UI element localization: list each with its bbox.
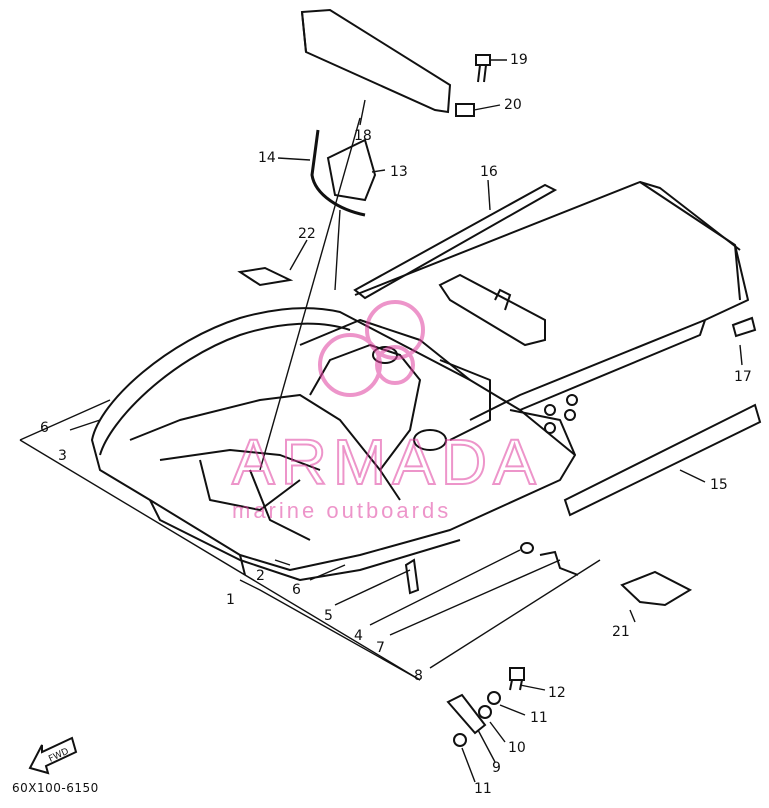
- hull-body: [91, 181, 749, 581]
- callout-9: 9: [492, 760, 501, 776]
- part-4-washer: [520, 542, 534, 554]
- callout-19: 19: [510, 52, 528, 68]
- callout-22: 22: [298, 226, 316, 242]
- part-9-bracket: [446, 693, 487, 735]
- part-21-bracket: [620, 570, 693, 607]
- watermark-logo: [318, 300, 425, 397]
- callout-7: 7: [376, 640, 385, 656]
- part-13-plate: [326, 138, 377, 202]
- part-15-strip: [563, 403, 762, 517]
- part-18-cover-plate: [300, 8, 452, 114]
- callout-6-bottom: 6: [292, 582, 301, 598]
- callout-2: 2: [256, 568, 265, 584]
- callout-10: 10: [508, 740, 526, 756]
- fwd-arrow: FWD: [28, 736, 78, 775]
- callout-17: 17: [734, 369, 752, 385]
- part-16-rail: [353, 183, 558, 300]
- part-19-bolt: [475, 54, 491, 83]
- callout-labels: 1 2 3 4 5 6 6 7 8 9 10 11 11 12 13 14 15…: [40, 52, 752, 797]
- callout-11-upper: 11: [530, 710, 548, 726]
- callout-15: 15: [710, 477, 728, 493]
- part-22-pad: [237, 266, 294, 287]
- callout-14: 14: [258, 150, 276, 166]
- part-10-spacer: [478, 705, 492, 719]
- callout-21: 21: [612, 624, 630, 640]
- watermark: ARMADA marine outboards: [231, 300, 542, 523]
- watermark-subtitle: marine outboards: [232, 498, 451, 523]
- part-14-grip: [310, 129, 366, 217]
- part-7-screw: [539, 550, 579, 576]
- part-11-washer: [453, 691, 501, 747]
- callout-5: 5: [324, 608, 333, 624]
- callout-16: 16: [480, 164, 498, 180]
- leader-lines: [19, 59, 743, 783]
- watermark-title: ARMADA: [232, 426, 542, 498]
- part-code: 60X100-6150: [12, 781, 99, 795]
- callout-4: 4: [354, 628, 363, 644]
- part-5-clip: [404, 558, 420, 595]
- part-12-bolt: [509, 667, 525, 691]
- callout-13: 13: [390, 164, 408, 180]
- part-20-nut: [455, 103, 475, 117]
- deck-bracket: [438, 273, 546, 347]
- callout-20: 20: [504, 97, 522, 113]
- callout-8: 8: [414, 668, 423, 684]
- callout-1: 1: [226, 592, 235, 608]
- callout-6-left: 6: [40, 420, 49, 436]
- callout-18: 18: [354, 128, 372, 144]
- callout-11-lower: 11: [474, 781, 492, 797]
- callout-3: 3: [58, 448, 67, 464]
- part-17-strip: [731, 316, 757, 338]
- callout-12: 12: [548, 685, 566, 701]
